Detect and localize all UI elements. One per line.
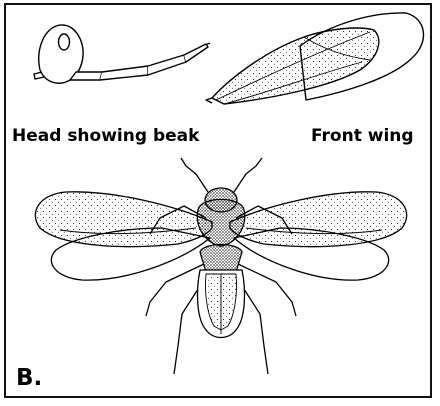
beak-segment-1 — [70, 72, 102, 80]
beak-segment-2 — [100, 66, 148, 80]
left-forewing — [35, 192, 212, 247]
left-antenna — [181, 158, 208, 192]
head-caption: Head showing beak — [12, 126, 199, 146]
scutellum — [200, 245, 242, 273]
right-middle-leg — [238, 264, 296, 316]
right-antenna — [234, 158, 262, 192]
left-middle-leg — [146, 264, 204, 316]
front-wing-drawing — [206, 13, 423, 104]
wing-corium — [212, 28, 379, 104]
left-hind-leg — [174, 286, 200, 374]
head-with-beak-drawing — [34, 25, 210, 83]
right-hind-leg — [242, 286, 268, 374]
right-forewing — [230, 192, 407, 247]
wing-caption: Front wing — [311, 126, 414, 146]
panel-letter: B. — [16, 365, 42, 391]
insect-dorsal-view — [35, 158, 406, 374]
compound-eye — [59, 34, 70, 50]
beak-segment-4 — [184, 44, 208, 62]
beak-segment-3 — [148, 55, 186, 75]
